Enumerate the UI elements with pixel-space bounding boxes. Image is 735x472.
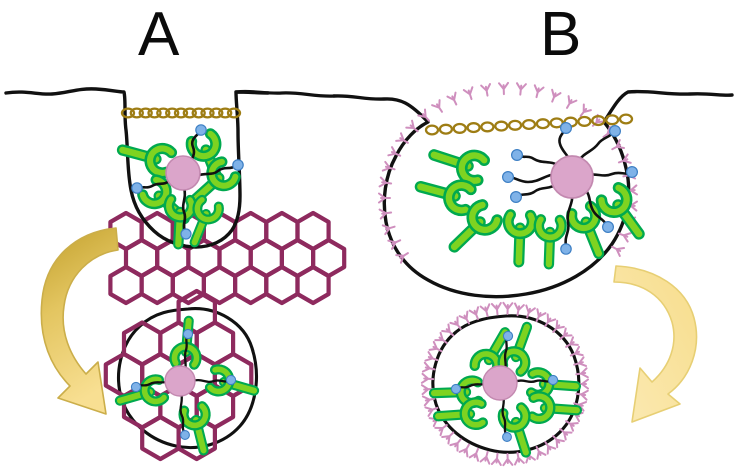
- peg-tip: [182, 328, 194, 340]
- pegylated-nanoparticle-b: [502, 121, 638, 255]
- endosome-graphene: [103, 288, 257, 462]
- panel-a-group: [4, 87, 347, 415]
- panel-b-group: [332, 81, 734, 423]
- nanoparticle-core: [164, 365, 196, 397]
- peg-tip: [450, 383, 462, 395]
- brush-spike: [446, 91, 462, 108]
- peg-tip: [559, 121, 572, 134]
- peg-tip: [625, 166, 638, 179]
- nanoparticle-core: [482, 365, 518, 401]
- brush-spike: [514, 82, 527, 97]
- brush-spike: [480, 82, 493, 98]
- brush-spike: [431, 99, 447, 116]
- gold-chain-b: [424, 113, 634, 136]
- pegylated-nanoparticle-endosome-b: [450, 330, 559, 442]
- nanoparticle-core: [165, 155, 201, 191]
- brush-spike: [502, 301, 514, 316]
- peg-tip: [225, 374, 237, 386]
- peg-tip: [547, 374, 559, 386]
- peg-tip: [510, 191, 523, 204]
- cell-membrane-a: [4, 87, 270, 249]
- brush-spike: [490, 301, 503, 316]
- nanoparticle-core: [550, 155, 594, 199]
- peg-tip: [180, 430, 190, 440]
- panel-label-a: A: [138, 0, 180, 69]
- brush-spike: [547, 88, 562, 105]
- cell-membrane-a-right: [234, 89, 336, 98]
- brush-spike: [498, 81, 510, 96]
- brush-spike: [479, 449, 493, 465]
- peg-tip: [130, 381, 142, 393]
- peg-tip: [502, 330, 514, 342]
- peg-tip: [502, 432, 512, 442]
- peg-tip: [601, 221, 614, 234]
- peg-tip: [560, 243, 572, 255]
- peg-tip: [511, 149, 524, 162]
- pegylated-nanoparticle-a: [131, 124, 244, 240]
- peg-tip: [195, 124, 207, 136]
- peg-tip: [502, 171, 515, 184]
- pegylated-nanoparticle-endosome-a: [130, 328, 237, 440]
- brush-spike: [502, 452, 514, 467]
- brush-spike: [490, 452, 503, 467]
- panel-label-b: B: [540, 0, 582, 69]
- arrow-left-downward: [40, 227, 119, 415]
- peg-tip: [180, 228, 192, 240]
- peg-tip: [232, 159, 244, 171]
- peg-tip: [131, 182, 143, 194]
- graphene-oxide-sheet-a: [108, 210, 347, 306]
- brush-spike: [512, 302, 525, 317]
- brush-spike: [562, 95, 578, 112]
- gold-chain-a: [120, 107, 242, 119]
- brush-spike: [462, 86, 477, 102]
- brush-spike: [468, 446, 484, 462]
- brush-spike: [531, 84, 545, 100]
- brush-spike: [479, 303, 493, 319]
- endosome-polymer: [420, 301, 589, 467]
- cell-membrane-b: [332, 89, 734, 299]
- receptor-group-b: [417, 143, 649, 265]
- peg-tip: [608, 124, 621, 137]
- arrow-right-downward: [613, 265, 698, 423]
